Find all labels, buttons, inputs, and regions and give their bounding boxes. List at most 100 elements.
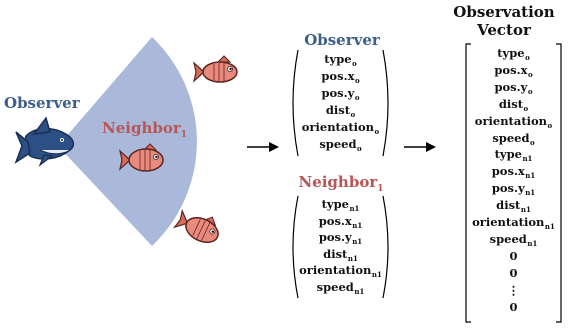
vector-item-subscript: o (523, 103, 529, 113)
observer-field-name: pos.y (321, 86, 355, 100)
vector-item-subscript: n1 (522, 154, 533, 164)
vector-title: Observation Vector (440, 3, 568, 39)
vector-item: 0 (466, 266, 561, 280)
neighbor-field-subscript: n1 (352, 237, 363, 246)
neighbor-field: speedn1 (293, 279, 388, 300)
observer-field-name: type (324, 52, 352, 66)
neighbor-field: pos.yn1 (293, 229, 388, 250)
neighbor-block-title: Neighbor1 (298, 173, 384, 194)
vector-title-line1: Observation (453, 3, 555, 21)
observer-field-subscript: o (350, 110, 356, 119)
vector-item-subscript: o (530, 137, 535, 147)
observer-field-name: dist (325, 103, 351, 117)
vector-item-subscript: n1 (527, 238, 538, 248)
observer-parentheses (292, 49, 389, 157)
vector-item-name: pos.x (494, 62, 528, 77)
neighbor-field-subscript: n1 (347, 253, 358, 263)
vector-item-subscript: n1 (525, 188, 536, 198)
neighbor-parentheses (292, 195, 389, 299)
vector-item-subscript: o (527, 86, 533, 96)
scene-neighbor-label: Neighbor1 (102, 119, 188, 140)
vector-item-name: dist (496, 198, 521, 213)
vector-item-name: speed (489, 231, 527, 246)
vector-item-name: pos.x (491, 164, 525, 179)
vector-brackets (465, 43, 562, 323)
observer-field: orientationo (298, 119, 383, 140)
vector-item: disto (466, 97, 561, 116)
neighbor-field-subscript: n1 (349, 204, 360, 213)
neighbor-field: typen1 (293, 196, 388, 217)
vector-item: speedn1 (466, 232, 561, 251)
fish-icon (173, 208, 219, 244)
vector-title-line2: Vector (477, 21, 531, 39)
vector-item-name: speed (492, 130, 530, 145)
view-cone (58, 37, 197, 246)
vector-item: pos.xn1 (466, 164, 561, 183)
vector-item: orientationo (466, 114, 561, 133)
neighbor-field-name: orientation (299, 263, 372, 277)
vector-item-name: 0 (509, 299, 518, 314)
neighbor-field-name: pos.y (318, 230, 352, 244)
neighbor-field-subscript: n1 (352, 220, 363, 230)
vector-item-subscript: n1 (525, 171, 536, 181)
neighbor-field: pos.xn1 (293, 213, 388, 234)
vector-item-subscript: o (547, 120, 553, 130)
observer-field: disto (298, 102, 383, 123)
vector-item-name: orientation (472, 215, 545, 229)
shark-icon (14, 116, 75, 167)
vector-item-name: orientation (474, 113, 548, 128)
vector-item-subscript: n1 (520, 205, 531, 215)
vector-item-name: pos.y (494, 79, 528, 94)
observer-field: typeo (298, 51, 383, 72)
observer-block-title: Observer (304, 31, 380, 49)
arrow-icon (404, 142, 436, 152)
arrow-icon (247, 142, 279, 152)
observer-field: pos.yo (298, 85, 383, 106)
observer-field-subscript: o (357, 144, 362, 153)
observer-field-subscript: o (352, 59, 357, 68)
vector-item: 0 (466, 300, 561, 314)
vector-item-name: pos.y (491, 181, 525, 196)
vector-item: distn1 (466, 198, 561, 217)
observer-field: pos.xo (298, 68, 383, 89)
neighbor-field-subscript: n1 (354, 286, 365, 296)
vector-item-name: ⋮ (507, 282, 520, 297)
vector-item: typen1 (466, 147, 561, 166)
vector-item: ⋮ (466, 283, 561, 297)
vector-item: pos.yo (466, 80, 561, 99)
vector-item-name: type (497, 46, 525, 60)
vector-item-name: dist (498, 96, 524, 111)
neighbor-field-name: speed (316, 279, 354, 294)
vector-item: typeo (466, 46, 561, 65)
vector-item-subscript: n1 (544, 222, 555, 231)
observer-field-subscript: o (354, 93, 360, 102)
vector-item: orientationn1 (466, 215, 561, 234)
vector-item-subscript: o (527, 69, 533, 79)
neighbor-field-name: type (321, 197, 349, 211)
neighbor-field-name: pos.x (318, 213, 352, 228)
observer-field-subscript: o (374, 127, 380, 136)
fish-icon (119, 143, 164, 172)
vector-item-name: 0 (509, 265, 518, 280)
scene-observer-label: Observer (4, 94, 80, 112)
neighbor-field-name: dist (323, 246, 348, 261)
observer-field: speedo (298, 136, 383, 157)
vector-item-name: type (494, 147, 522, 162)
vector-item-name: 0 (509, 248, 518, 263)
observer-field-name: orientation (301, 120, 375, 134)
neighbor-field: orientationn1 (293, 262, 388, 283)
fish-icon (193, 55, 238, 83)
neighbor-field-subscript: n1 (371, 270, 382, 279)
vector-item-subscript: o (525, 53, 530, 62)
vector-item: speedo (466, 131, 561, 150)
neighbor-field: distn1 (293, 246, 388, 267)
observer-field-name: speed (319, 137, 357, 151)
observer-field-subscript: o (354, 76, 360, 85)
vector-item: pos.yn1 (466, 181, 561, 200)
vector-item: 0 (466, 249, 561, 263)
vector-item: pos.xo (466, 63, 561, 82)
